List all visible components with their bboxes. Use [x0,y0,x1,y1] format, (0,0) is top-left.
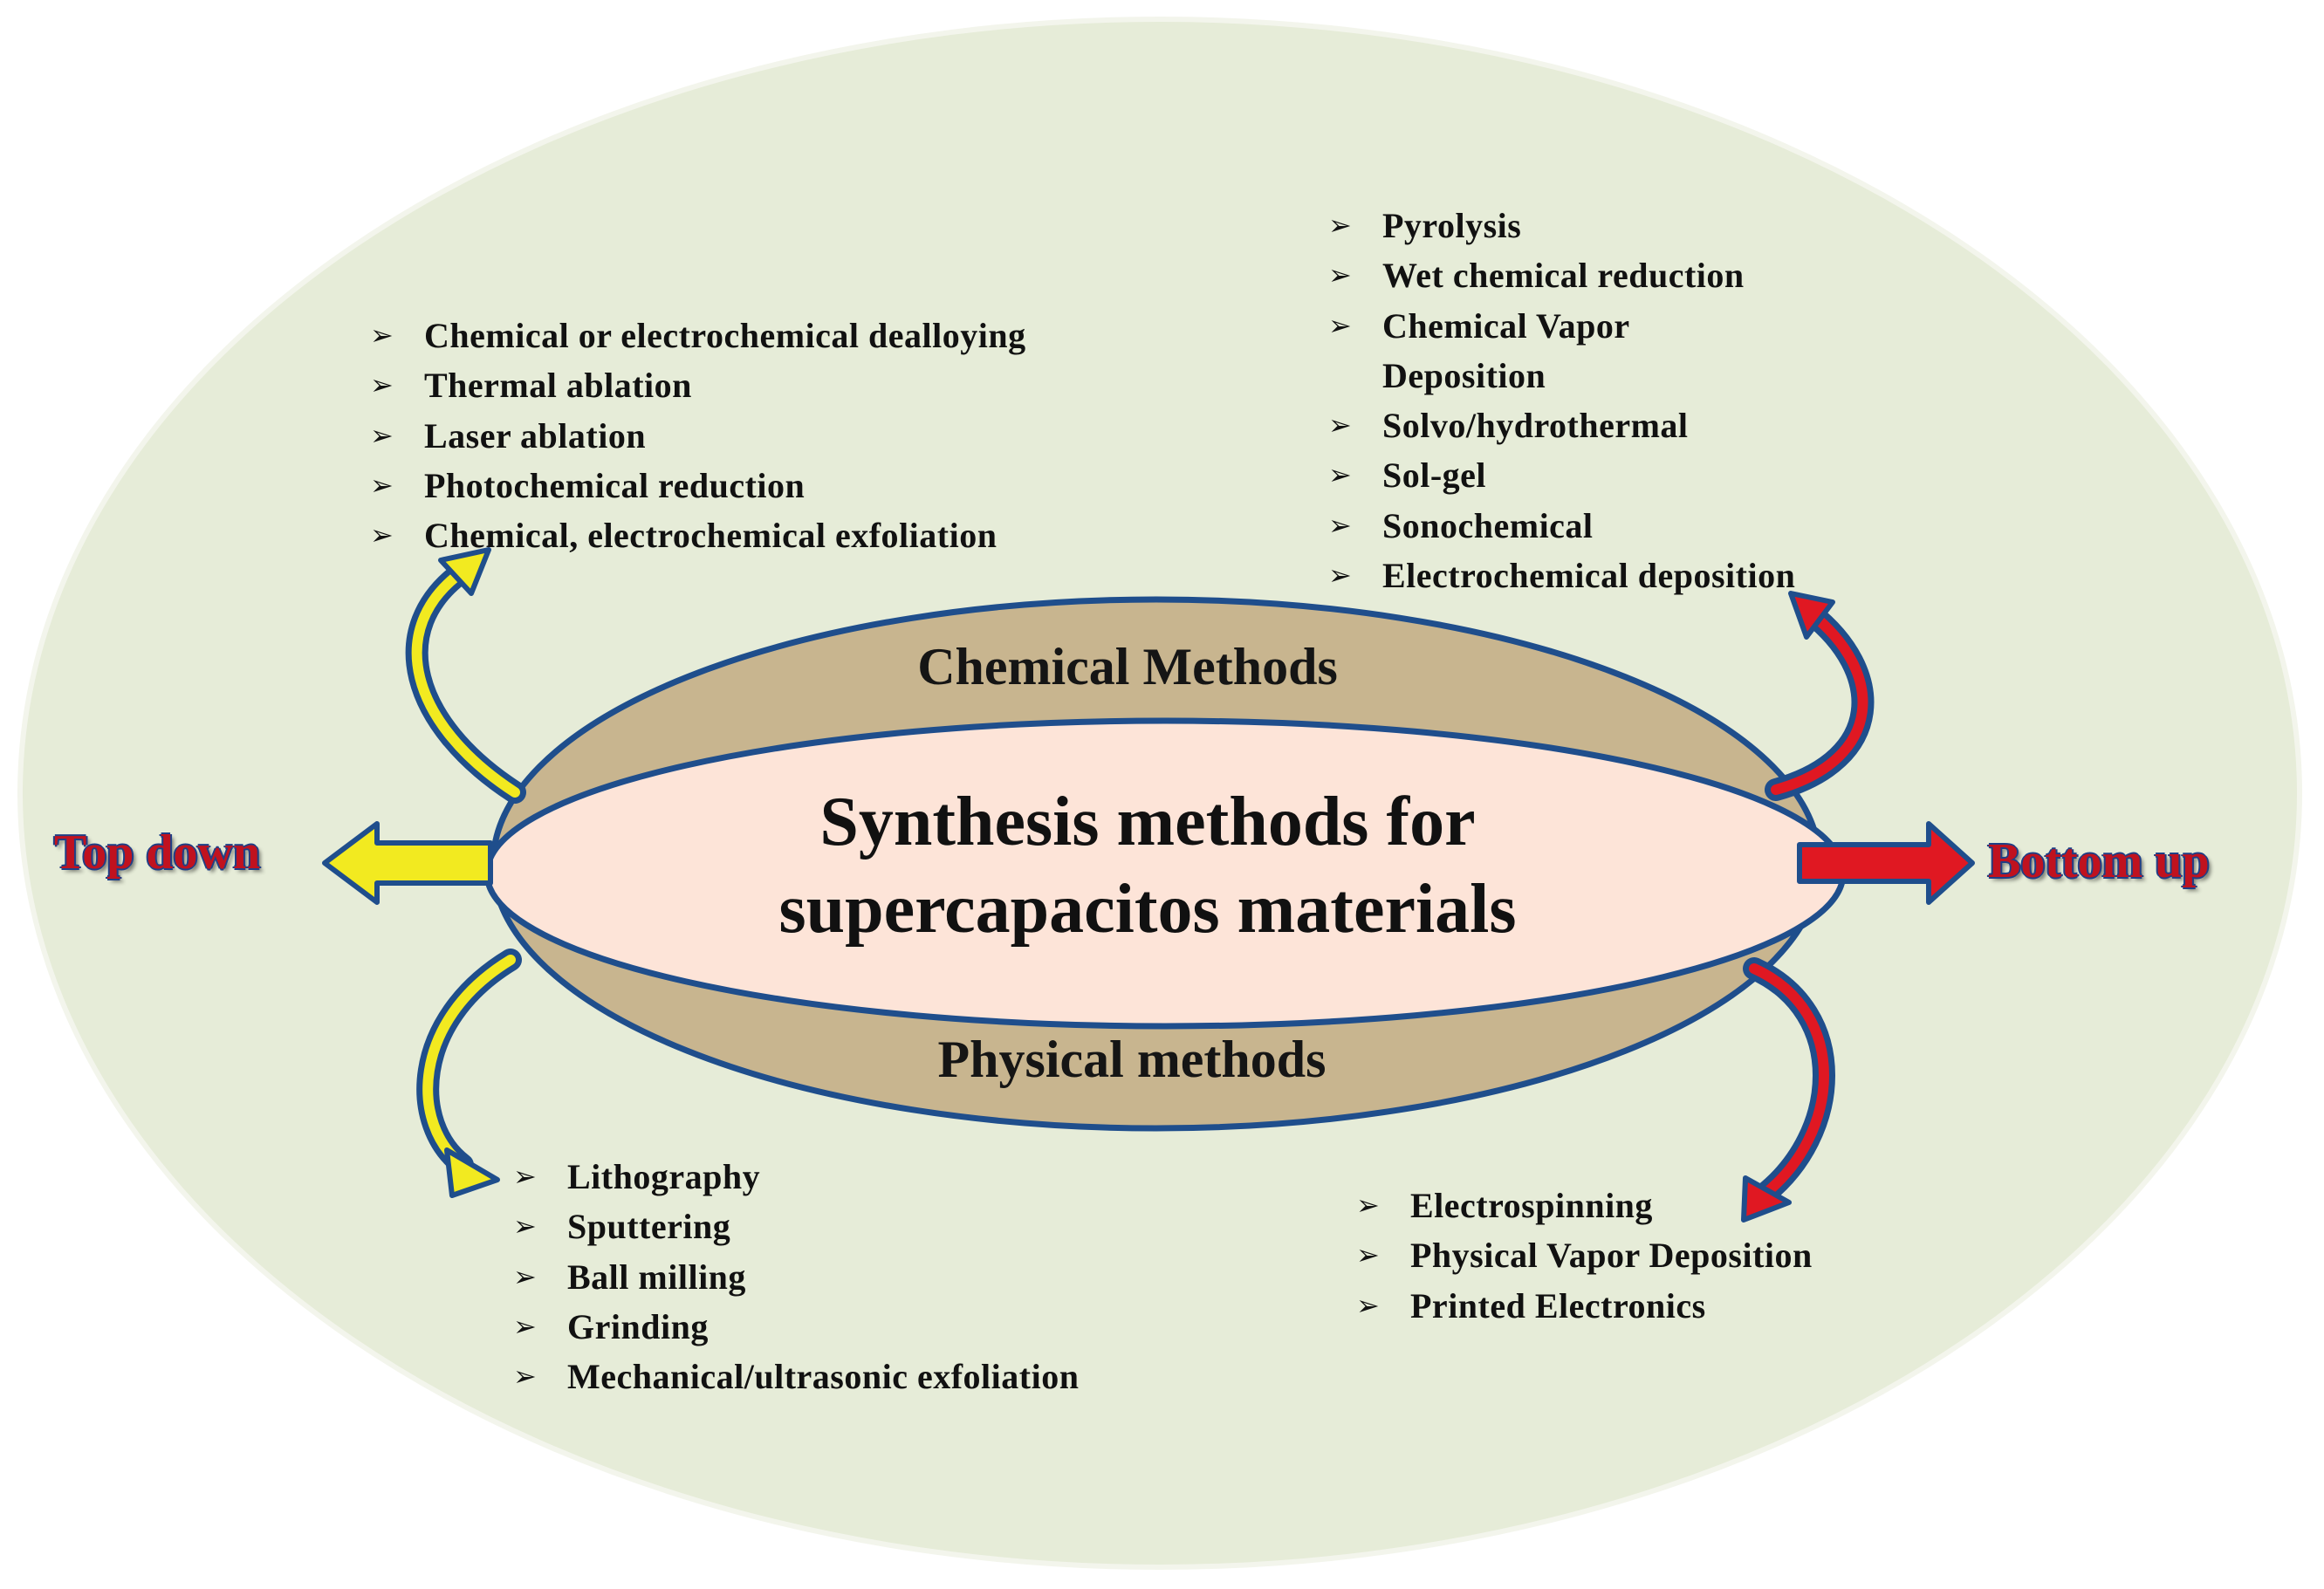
list-item: Solvo/hydrothermal [1328,401,1795,451]
top-down-chemical-curved-arrow [405,547,526,804]
bottom-up-physical-list: Electrospinning Physical Vapor Depositio… [1356,1181,1813,1331]
list-item-continuation: Deposition [1382,355,1546,395]
list-item: Chemical, electrochemical exfoliation [370,510,1026,561]
top-down-label: Top down [54,825,261,880]
physical-methods-label: Physical methods [937,1031,1327,1088]
center-title: Synthesis methods for supercapacitos mat… [778,778,1516,953]
center-title-line-1: Synthesis methods for [819,784,1476,860]
list-item: Sol-gel [1328,450,1795,501]
list-item: Sonochemical [1328,501,1795,551]
list-item: Mechanical/ultrasonic exfoliation [513,1352,1079,1402]
bottom-up-label: Bottom up [1988,834,2210,888]
list-item: Electrospinning [1356,1181,1813,1231]
top-down-physical-curved-arrow [416,949,522,1198]
bottom-up-chemical-list: Pyrolysis Wet chemical reduction Chemica… [1328,201,1795,601]
list-item: Sputtering [513,1202,1079,1252]
list-item: Grinding [513,1302,1079,1353]
list-item: Physical Vapor Deposition [1356,1230,1813,1281]
top-down-physical-list: Lithography Sputtering Ball milling Grin… [513,1152,1079,1402]
list-item: Photochemical reduction [370,461,1026,511]
list-item: Laser ablation [370,411,1026,462]
list-item: Ball milling [513,1252,1079,1303]
list-item: Chemical Vapor [1328,301,1795,352]
top-down-arrow [322,821,493,905]
list-item: Thermal ablation [370,360,1026,411]
list-item: Electrochemical deposition [1328,551,1795,601]
list-item: Pyrolysis [1328,201,1795,251]
list-item: Chemical or electrochemical dealloying [370,311,1026,361]
top-down-chemical-list: Chemical or electrochemical dealloying T… [370,311,1026,561]
bottom-up-arrow [1797,821,1975,905]
list-item: Wet chemical reduction [1328,250,1795,301]
bottom-up-chemical-curved-arrow [1765,591,1875,801]
list-item: Printed Electronics [1356,1281,1813,1332]
list-item: Lithography [513,1152,1079,1202]
center-title-line-2: supercapacitos materials [778,871,1517,948]
chemical-methods-label: Chemical Methods [917,638,1338,695]
